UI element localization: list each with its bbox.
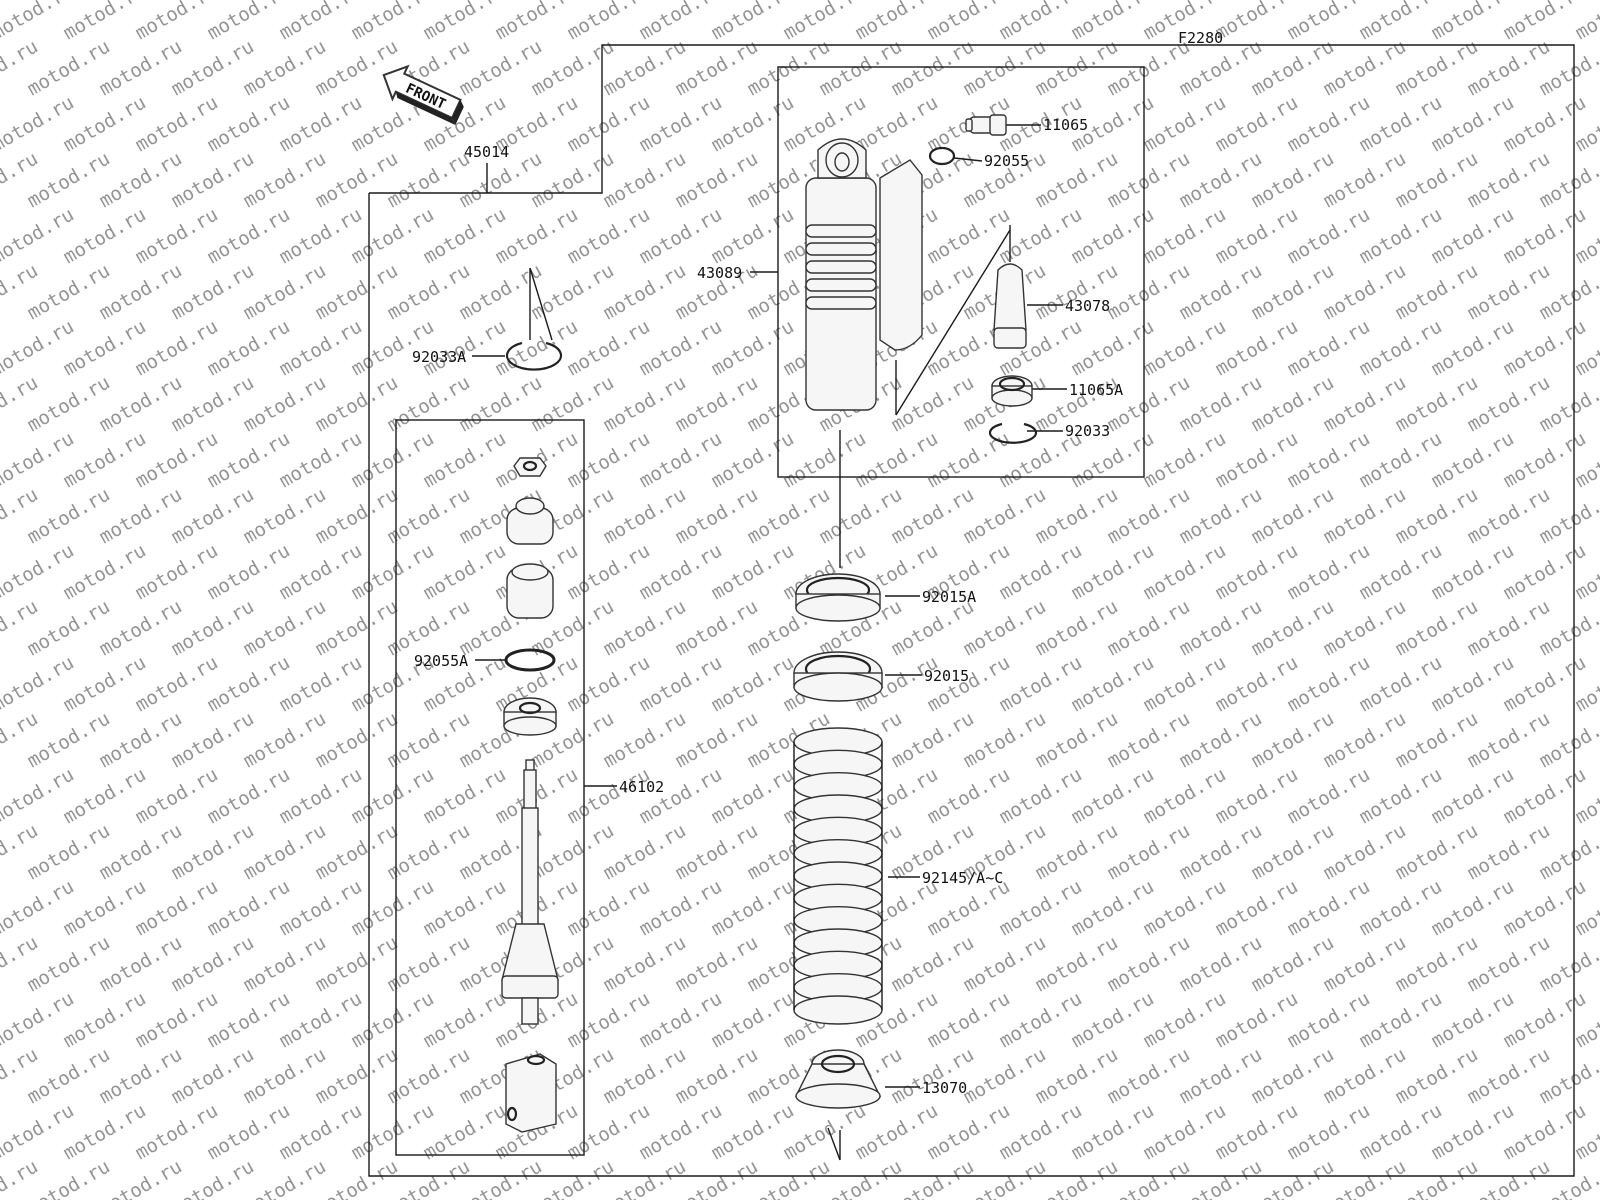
label-92015a: 92015A	[922, 588, 976, 606]
figure-code: F2280	[1178, 29, 1223, 47]
o-ring-rod-drawing	[504, 648, 556, 672]
assembly-outline	[368, 44, 1575, 1177]
watermark-text: motod.ru	[1572, 0, 1600, 44]
spring-drawing	[793, 727, 883, 1025]
rod-assembly-drawing	[501, 457, 559, 1133]
label-92015: 92015	[924, 667, 969, 685]
shock-body-drawing	[805, 138, 923, 411]
spring-guide-drawing	[794, 1049, 882, 1109]
label-92055: 92055	[984, 152, 1029, 170]
spring-outline	[793, 742, 883, 1010]
bleed-valve-drawing	[965, 114, 1007, 136]
leader-lines	[472, 124, 1067, 1161]
label-43089: 43089	[697, 264, 742, 282]
label-46102: 46102	[619, 778, 664, 796]
label-92033: 92033	[1065, 422, 1110, 440]
reservoir-cap-drawing	[991, 375, 1033, 407]
lock-nut-drawing	[795, 573, 881, 622]
part-labels: 45014 11065 92055 43089 43078 11065A 920…	[412, 116, 1123, 1097]
label-92055a: 92055A	[414, 652, 468, 670]
rod-assembly-box	[395, 419, 585, 1156]
bladder-drawing	[993, 263, 1027, 349]
label-45014: 45014	[464, 143, 509, 161]
front-arrow: FRONT	[382, 64, 464, 126]
label-13070: 13070	[922, 1079, 967, 1097]
label-43078: 43078	[1065, 297, 1110, 315]
label-92145: 92145/A~C	[922, 869, 1003, 887]
circlip-reservoir-drawing	[988, 422, 1038, 444]
spring-coil	[793, 995, 883, 1025]
label-92033a: 92033A	[412, 348, 466, 366]
label-11065a: 11065A	[1069, 381, 1123, 399]
o-ring-small-drawing	[928, 146, 956, 166]
circlip-top-drawing	[505, 341, 563, 371]
adjust-nut-drawing	[793, 651, 883, 702]
label-11065: 11065	[1043, 116, 1088, 134]
